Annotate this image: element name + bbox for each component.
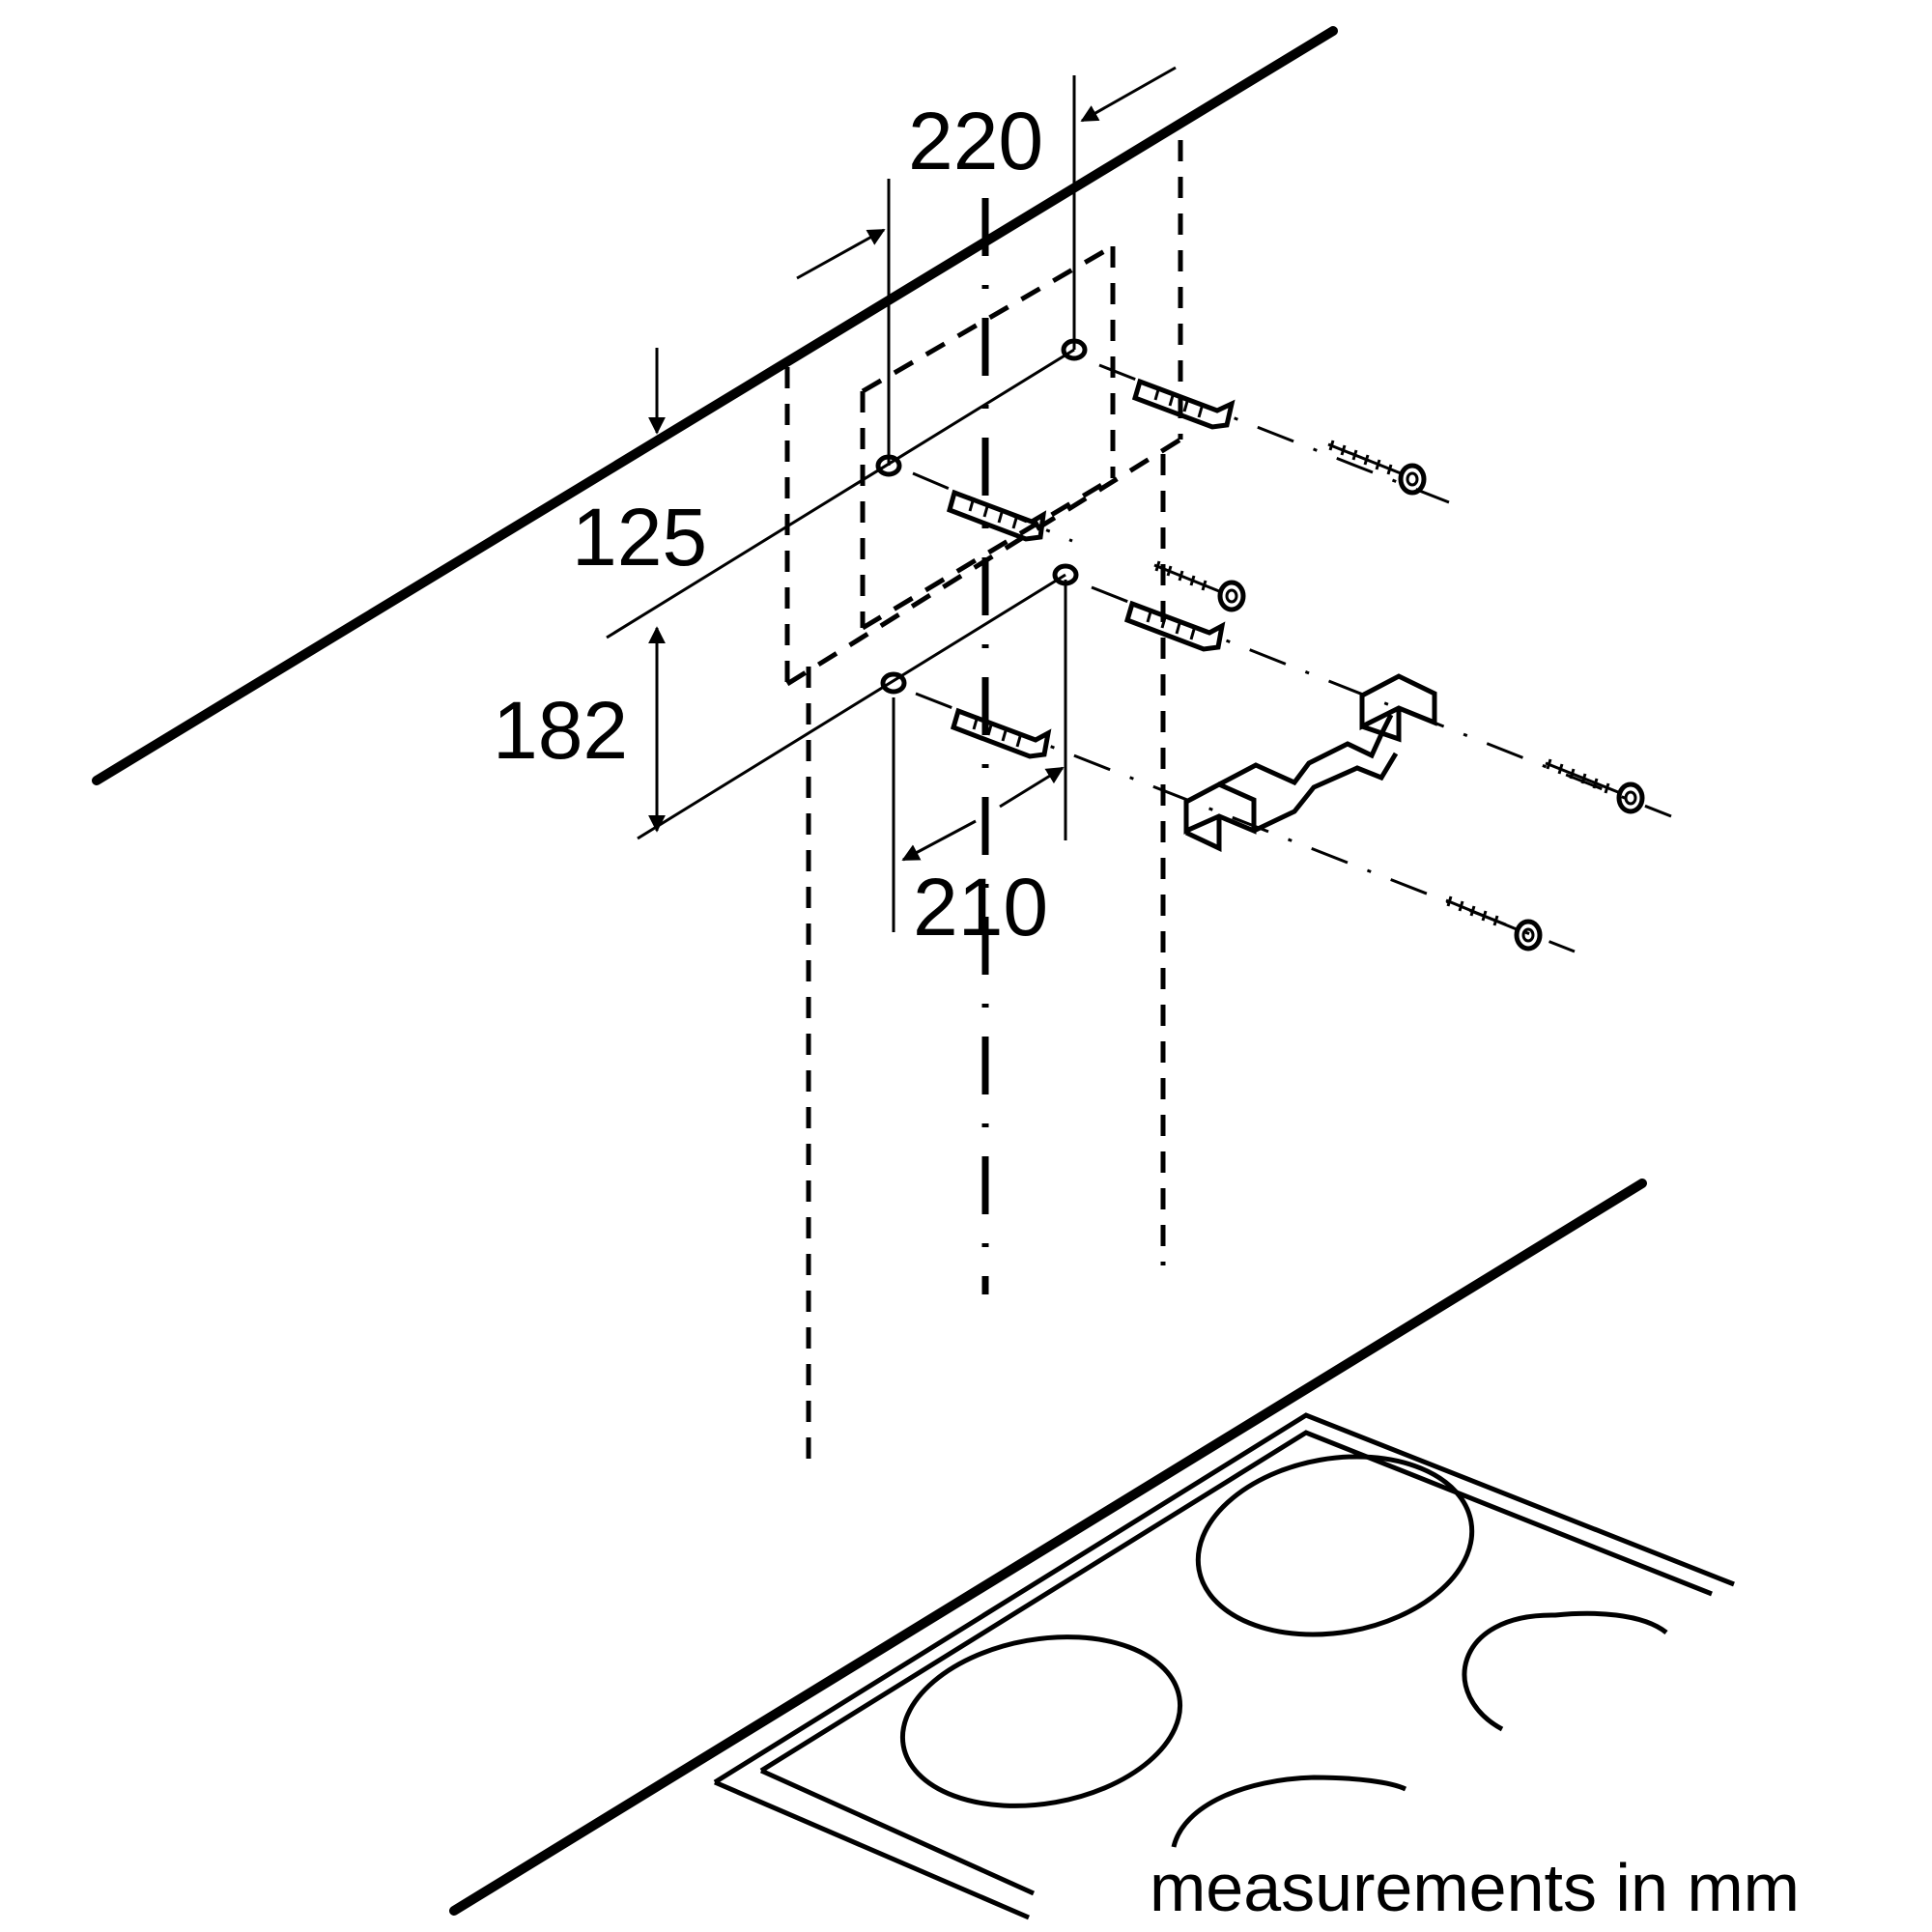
units-caption: measurements in mm <box>1150 1850 1800 1925</box>
arrow-220-right <box>1080 66 1177 123</box>
screw-2 <box>1153 560 1246 612</box>
hob-burner-front-right <box>1171 1775 1407 1848</box>
drill-hole-upper-right <box>1061 338 1088 361</box>
arrow-210-left <box>901 819 977 862</box>
drill-hole-lower-left <box>880 671 907 695</box>
screw-4 <box>1445 895 1543 952</box>
drill-hole-upper-left <box>875 454 902 477</box>
worktop-edge-line <box>449 1179 1647 1916</box>
dim-210-label: 210 <box>913 862 1048 952</box>
wall-plug-1 <box>1131 378 1236 430</box>
outline-bottom-edge <box>861 475 1115 631</box>
wall-plug-2 <box>946 489 1047 542</box>
dim-182-label: 182 <box>493 685 628 776</box>
hob-burner-rear-right <box>1462 1610 1668 1732</box>
dim-220-label: 220 <box>908 96 1043 186</box>
screw-1 <box>1327 440 1427 496</box>
hob <box>713 1412 1735 1920</box>
outline-top-edge <box>861 243 1115 394</box>
dim-125-label: 125 <box>572 492 707 582</box>
wall-plug-4 <box>950 707 1052 759</box>
hob-burner-rear-left <box>1195 1454 1475 1637</box>
arrow-210-right <box>999 766 1065 809</box>
ceiling-edge-line <box>92 26 1338 785</box>
wall-plug-3 <box>1123 600 1226 652</box>
hob-burner-front-left <box>899 1634 1183 1808</box>
outline-lower-frame <box>785 437 1182 687</box>
drill-hole-lower-right <box>1052 563 1079 586</box>
screw-3 <box>1545 758 1645 814</box>
iso-line-lower <box>637 573 1066 840</box>
mounting-bracket <box>1183 673 1437 852</box>
arrow-220-left <box>796 228 886 280</box>
iso-line-upper <box>606 348 1075 639</box>
